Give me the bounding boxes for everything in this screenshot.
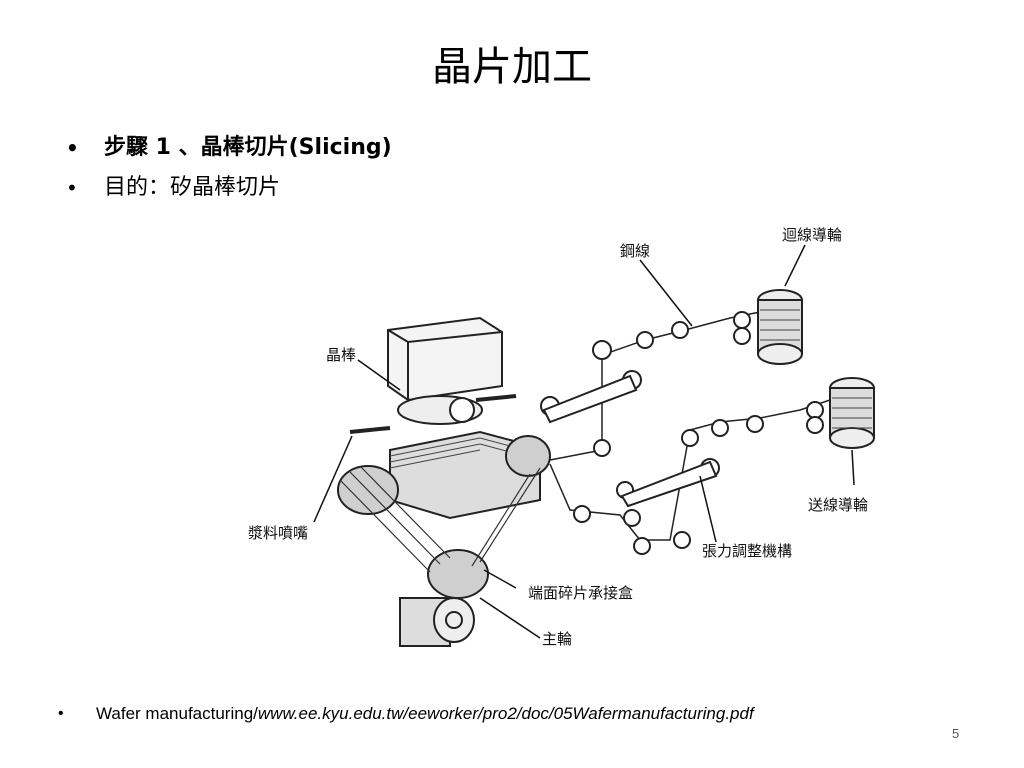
- bullet-text: 步驟 1 、晶棒切片(Slicing): [104, 135, 392, 160]
- steel-wire-path: [549, 299, 781, 461]
- label-tension: 張力調整機構: [702, 542, 792, 560]
- label-return-guide: 迴線導輪: [782, 226, 842, 244]
- return-guide-spool: [757, 289, 803, 365]
- main-roller-bottom: [427, 549, 489, 599]
- tension-arm-upper: [542, 374, 638, 424]
- slide-title: 晶片加工: [432, 44, 592, 90]
- bullet-list: • 步驟 1 、晶棒切片(Slicing) • 目的：矽晶棒切片: [66, 128, 392, 208]
- wire-saw-diagram: 晶棒 鋼線 迴線導輪 送線導輪 漿料噴嘴 張力調整機構 端面碎片承接盒 主輪: [240, 200, 910, 670]
- slurry-nozzle-left: [349, 426, 391, 434]
- tension-arm-lower: [620, 460, 718, 508]
- bullet-item-purpose: • 目的：矽晶棒切片: [66, 168, 392, 208]
- bullet-dot-icon: •: [66, 136, 79, 160]
- bullet-dot-icon: •: [58, 705, 64, 722]
- label-ingot: 晶棒: [326, 346, 356, 364]
- feed-guide-spool: [829, 377, 875, 449]
- footer-url: www.ee.kyu.edu.tw/eeworker/pro2/doc/05Wa…: [257, 704, 754, 723]
- page-number: 5: [952, 726, 960, 741]
- label-debris-box: 端面碎片承接盒: [528, 584, 633, 602]
- slurry-nozzle-right: [475, 394, 517, 402]
- bullet-item-step1: • 步驟 1 、晶棒切片(Slicing): [66, 128, 392, 168]
- footer-reference: • Wafer manufacturing/www.ee.kyu.edu.tw/…: [58, 704, 754, 724]
- ingot-block: [387, 316, 503, 402]
- label-slurry-nozzle: 漿料噴嘴: [248, 524, 308, 542]
- bullet-dot-icon: •: [66, 176, 78, 200]
- bullet-text: 目的：矽晶棒切片: [104, 175, 281, 200]
- main-roller-right: [505, 435, 551, 477]
- label-main-wheel: 主輪: [542, 630, 572, 648]
- label-wire: 鋼線: [620, 242, 650, 260]
- footer-prefix: Wafer manufacturing/: [96, 704, 258, 723]
- label-feed-guide: 送線導輪: [808, 496, 868, 514]
